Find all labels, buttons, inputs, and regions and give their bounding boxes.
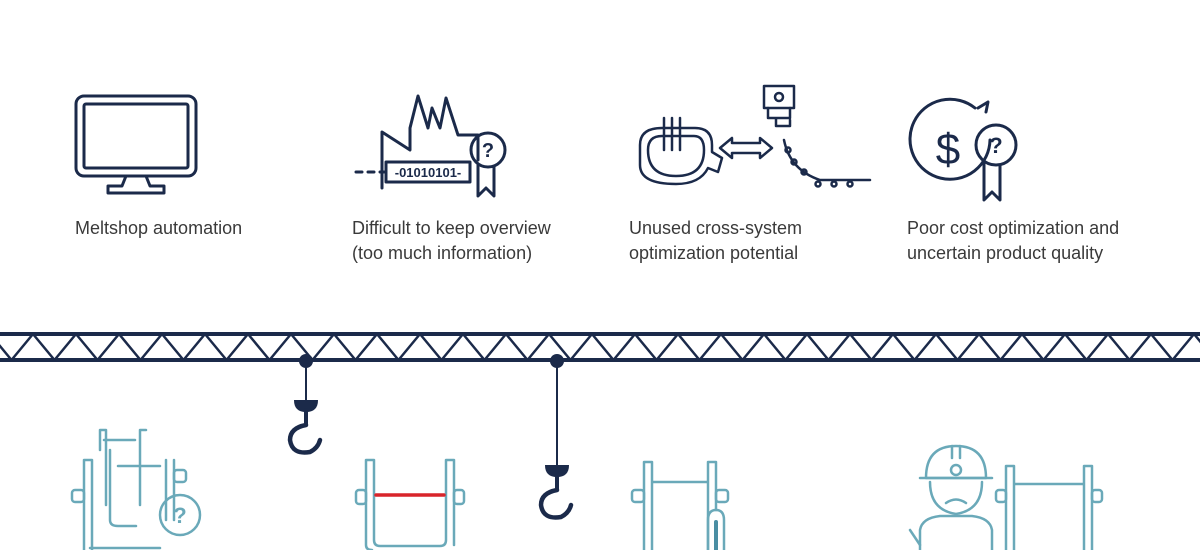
- furnace-caster-icon: [638, 84, 872, 188]
- badge-question-mark: ?: [989, 133, 1002, 158]
- crane-hook-1: [287, 354, 323, 455]
- caption-line: Unused cross-system: [629, 218, 803, 238]
- ladle-uncertain-icon: [70, 428, 202, 550]
- caption-line: Difficult to keep overview: [352, 218, 551, 238]
- badge-question-mark: ?: [482, 140, 494, 162]
- ladle-level-icon: [354, 458, 466, 550]
- ladle-question-mark: ?: [173, 503, 186, 528]
- worker-ladle-icon: [908, 444, 1104, 550]
- caption-cross-system: Unused cross-system optimization potenti…: [629, 216, 889, 266]
- crane-truss: [0, 332, 1200, 362]
- crane-hook-2: [538, 354, 574, 520]
- ladle-temperature-icon: [630, 460, 730, 550]
- caption-line: (too much information): [352, 243, 533, 263]
- caption-line: Meltshop automation: [75, 218, 243, 238]
- caption-line: uncertain product quality: [907, 243, 1104, 263]
- caption-overview: Difficult to keep overview (too much inf…: [352, 216, 612, 266]
- caption-line: optimization potential: [629, 243, 799, 263]
- dollar-symbol: $: [936, 125, 960, 174]
- caption-line: Poor cost optimization and: [907, 218, 1120, 238]
- caption-cost-quality: Poor cost optimization and uncertain pro…: [907, 216, 1167, 266]
- cost-quality-icon: [908, 97, 1018, 202]
- factory-data-icon: [354, 94, 507, 198]
- caption-meltshop-automation: Meltshop automation: [75, 216, 335, 241]
- binary-label: -01010101-: [395, 165, 462, 180]
- monitor-icon: [74, 94, 198, 195]
